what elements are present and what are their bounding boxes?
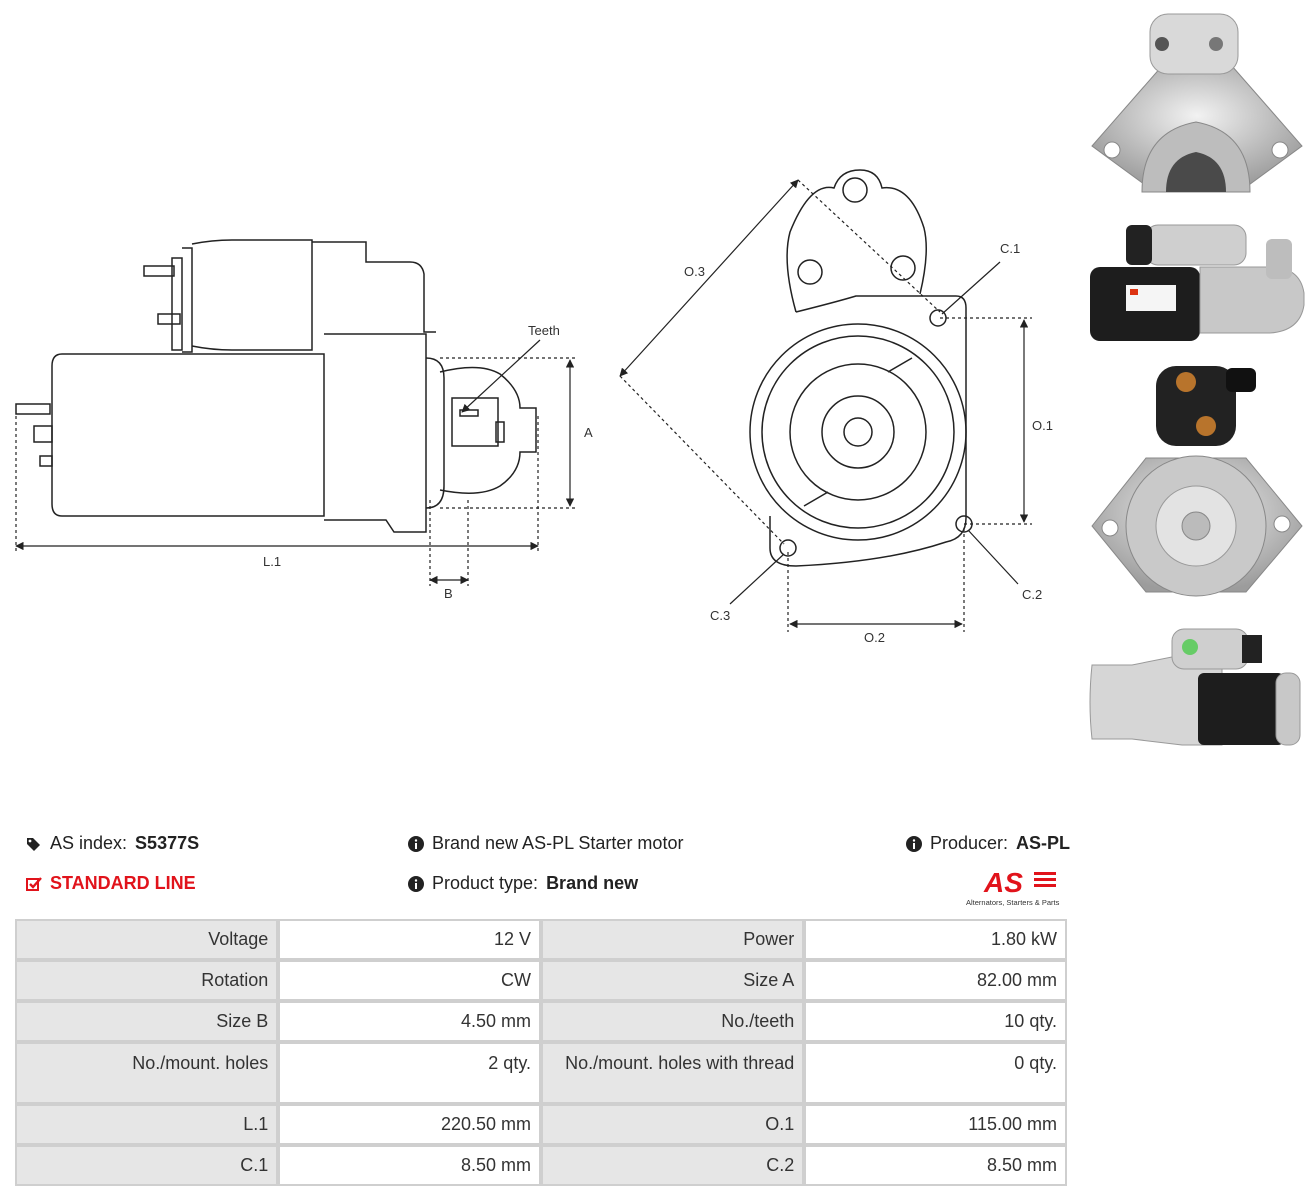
table-row: L.1 220.50 mm O.1 115.00 mm	[15, 1104, 1067, 1145]
starter-front-photo[interactable]	[1086, 6, 1306, 211]
info-icon	[408, 835, 424, 852]
spec-value: 0 qty.	[804, 1042, 1067, 1104]
starter-rear-photo[interactable]	[1086, 362, 1306, 617]
product-type: Product type: Brand new	[408, 873, 638, 894]
spec-key: No./mount. holes	[15, 1042, 279, 1104]
label-c1: C.1	[1000, 241, 1020, 256]
spec-value: 1.80 kW	[804, 919, 1067, 960]
label-teeth: Teeth	[528, 323, 560, 338]
spec-value: 8.50 mm	[804, 1145, 1067, 1186]
producer-label: Producer:	[930, 833, 1009, 853]
label-c2: C.2	[1022, 587, 1042, 602]
logo-tagline: Alternators, Starters & Parts	[966, 898, 1060, 907]
technical-drawings: Teeth A L.1 B	[15, 169, 1053, 645]
info-icon	[408, 875, 424, 892]
starter-side-photo[interactable]	[1086, 219, 1306, 354]
product-type-value: Brand new	[546, 873, 639, 893]
spec-value: 10 qty.	[804, 1001, 1067, 1042]
starter-side-left-photo[interactable]	[1086, 625, 1306, 760]
spec-key: No./mount. holes with thread	[541, 1042, 805, 1104]
product-info: AS index: S5377S STANDARD LINE Brand new…	[0, 825, 1080, 915]
as-index-value: S5377S	[135, 833, 200, 853]
table-row: Voltage 12 V Power 1.80 kW	[15, 919, 1067, 960]
product-type-label: Product type:	[432, 873, 539, 893]
as-index: AS index: S5377S	[26, 833, 199, 854]
label-c3: C.3	[710, 608, 730, 623]
front-view-drawing	[749, 169, 973, 567]
spec-value: 8.50 mm	[278, 1145, 541, 1186]
as-index-label: AS index:	[50, 833, 128, 853]
label-o3: O.3	[684, 264, 705, 279]
spec-key: Rotation	[15, 960, 279, 1001]
spec-key: Size A	[541, 960, 805, 1001]
spec-key: Size B	[15, 1001, 279, 1042]
table-row: Rotation CW Size A 82.00 mm	[15, 960, 1067, 1001]
spec-key: C.1	[15, 1145, 279, 1186]
standard-line-label: STANDARD LINE	[50, 873, 196, 893]
producer-value: AS-PL	[1016, 833, 1071, 853]
standard-line: STANDARD LINE	[26, 873, 196, 894]
table-row: No./mount. holes 2 qty. No./mount. holes…	[15, 1042, 1067, 1104]
spec-key: C.2	[541, 1145, 805, 1186]
as-pl-logo: AS Alternators, Starters & Parts	[966, 867, 1060, 907]
label-b: B	[444, 586, 453, 601]
spec-key: No./teeth	[541, 1001, 805, 1042]
product-photos	[1086, 6, 1310, 768]
spec-value: 2 qty.	[278, 1042, 541, 1104]
spec-key: Voltage	[15, 919, 279, 960]
side-view-drawing	[15, 239, 537, 533]
spec-value: 115.00 mm	[804, 1104, 1067, 1145]
label-o2: O.2	[864, 630, 885, 645]
description-text: Brand new AS-PL Starter motor	[432, 833, 684, 853]
label-l1: L.1	[263, 554, 281, 569]
info-icon	[906, 835, 922, 852]
table-row: C.1 8.50 mm C.2 8.50 mm	[15, 1145, 1067, 1186]
spec-key: L.1	[15, 1104, 279, 1145]
spec-value: CW	[278, 960, 541, 1001]
tags-icon	[27, 837, 40, 851]
logo-mark: AS	[983, 867, 1023, 898]
label-a: A	[584, 425, 593, 440]
table-row: Size B 4.50 mm No./teeth 10 qty.	[15, 1001, 1067, 1042]
spec-value: 4.50 mm	[278, 1001, 541, 1042]
spec-value: 12 V	[278, 919, 541, 960]
description: Brand new AS-PL Starter motor	[408, 833, 683, 854]
drawing-canvas: Teeth A L.1 B	[15, 169, 1053, 645]
spec-value: 220.50 mm	[278, 1104, 541, 1145]
label-o1: O.1	[1032, 418, 1053, 433]
spec-key: O.1	[541, 1104, 805, 1145]
spec-value: 82.00 mm	[804, 960, 1067, 1001]
checkbox-icon	[26, 876, 42, 891]
producer: Producer: AS-PL	[906, 833, 1070, 854]
spec-key: Power	[541, 919, 805, 960]
specs-table: Voltage 12 V Power 1.80 kW Rotation CW S…	[15, 919, 1067, 1186]
